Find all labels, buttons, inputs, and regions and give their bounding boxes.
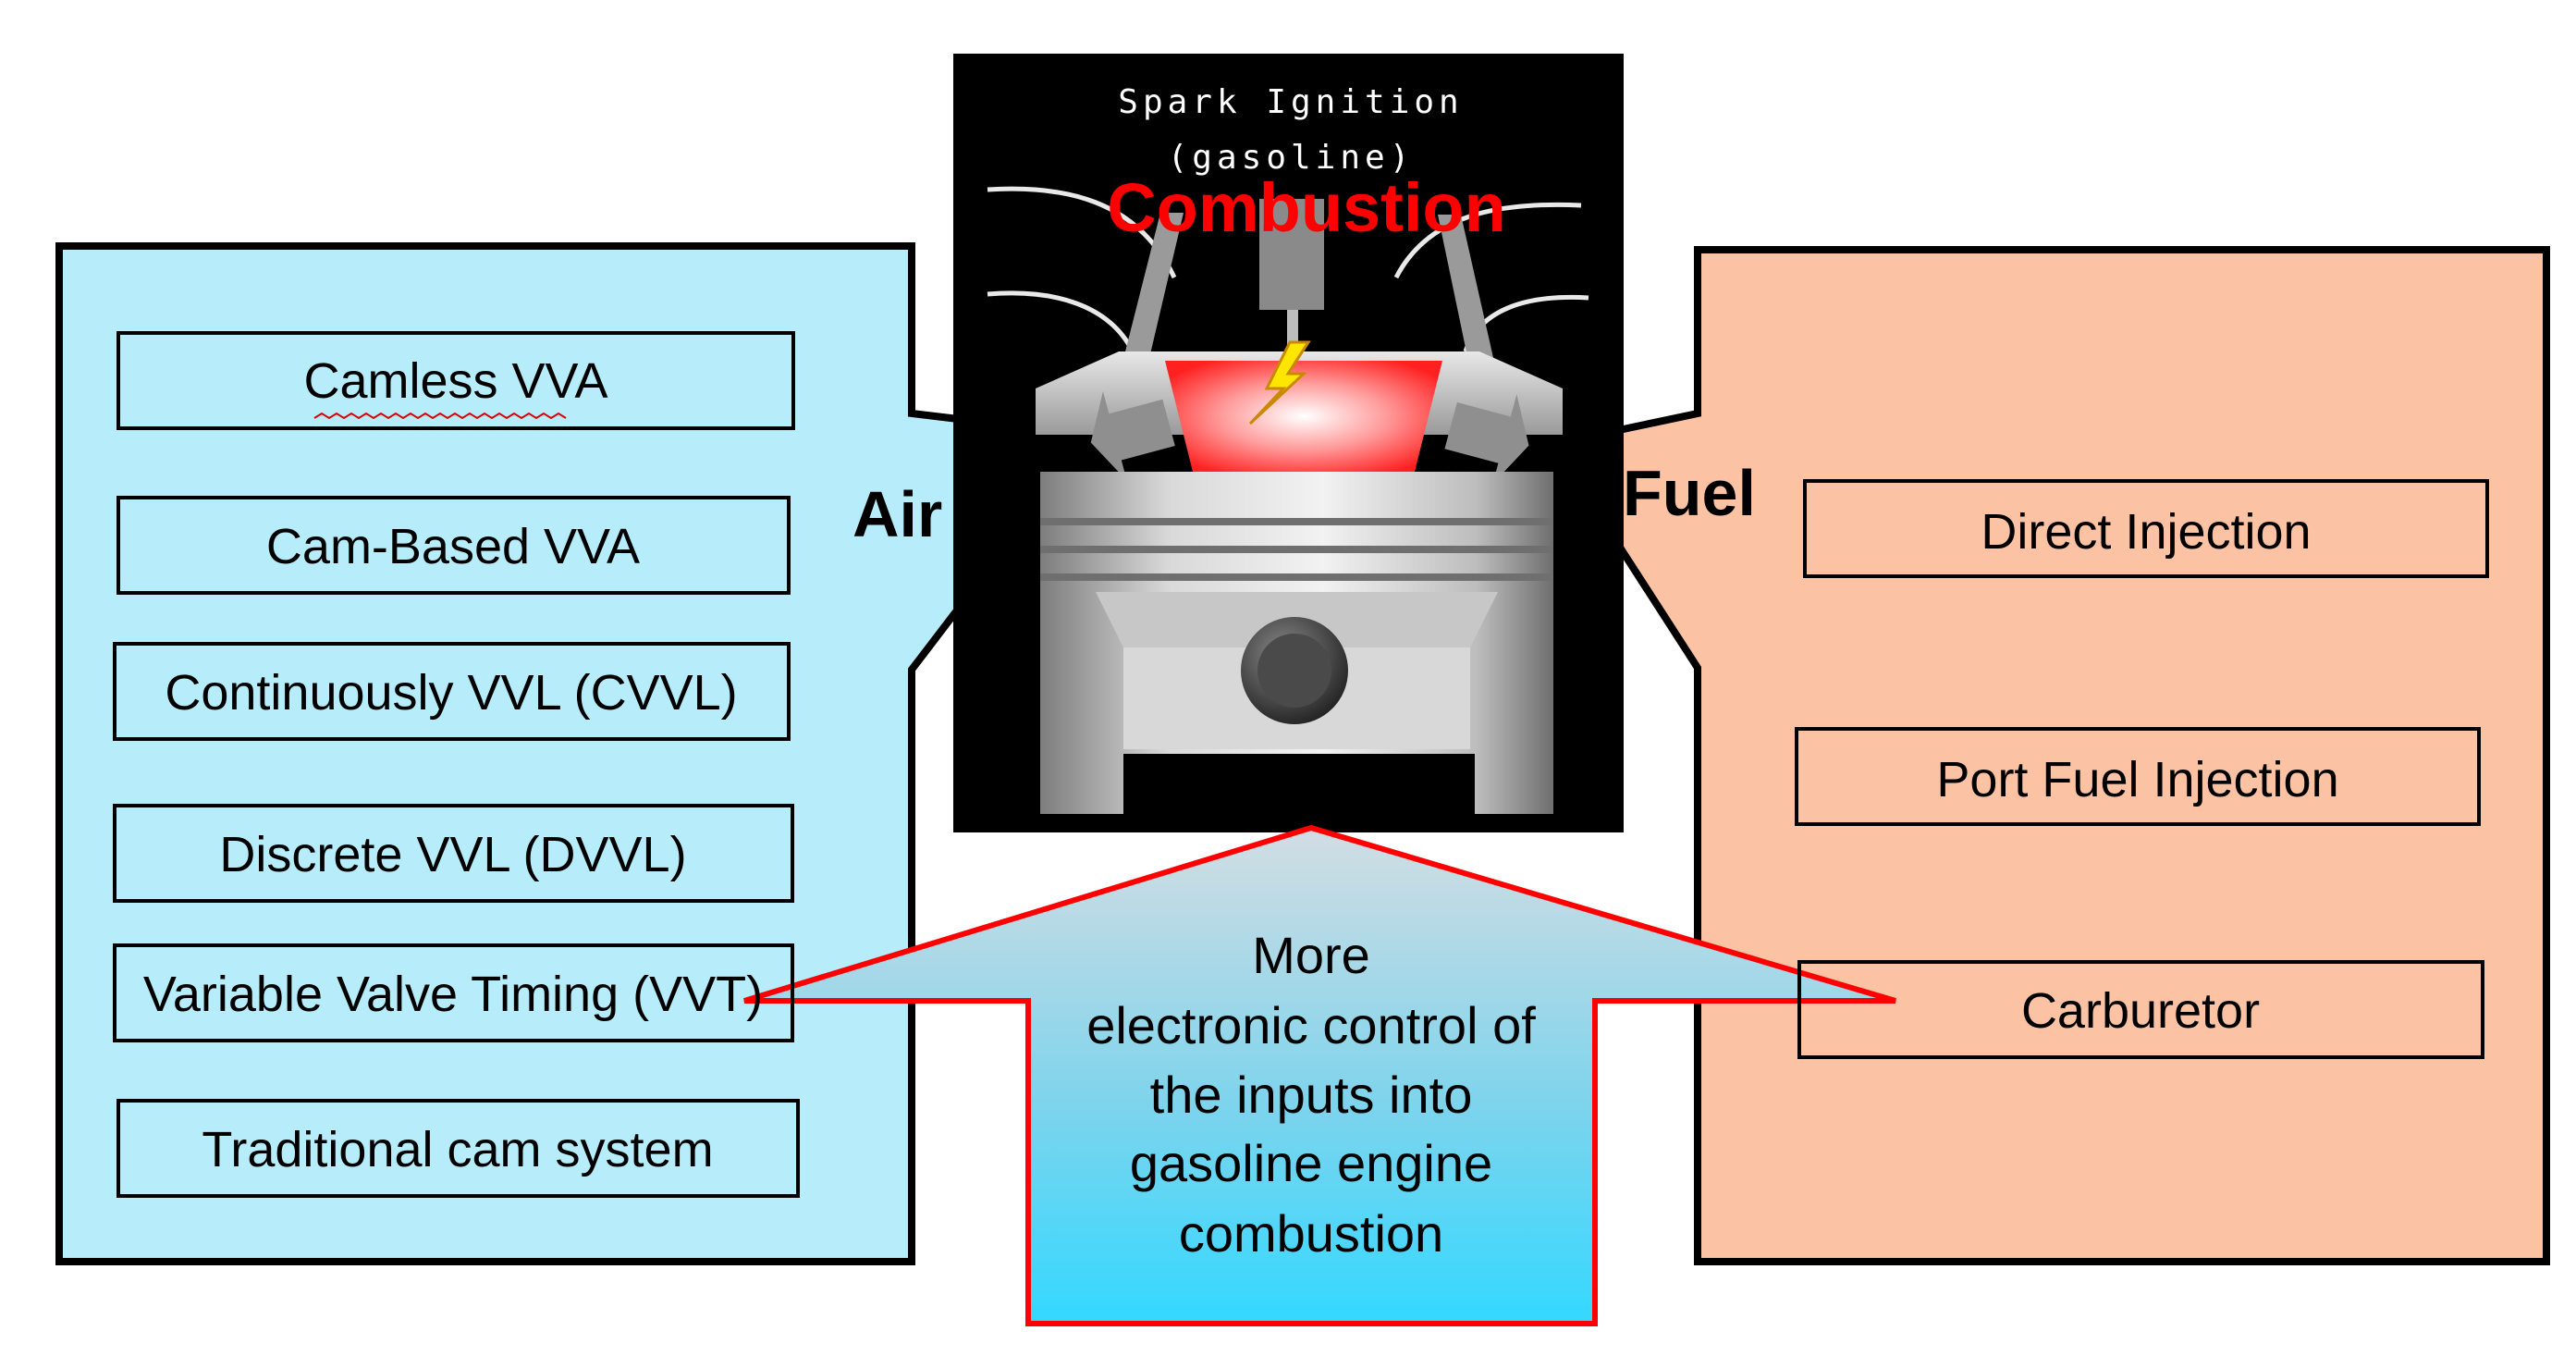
arrow-text-line2: electronic control of — [1086, 996, 1536, 1054]
air-item-box — [117, 1099, 800, 1198]
air-item-box — [113, 642, 791, 741]
arrow-text-line4: gasoline engine — [1130, 1134, 1492, 1192]
air-item-box — [117, 331, 795, 430]
air-label: Air — [853, 478, 942, 550]
spellcheck-underline — [313, 412, 567, 420]
fuel-item-box — [1803, 479, 2489, 578]
fuel-item-label: Direct Injection — [1981, 504, 2311, 560]
arrow-text-line3: the inputs into — [1150, 1066, 1473, 1124]
engine-title-line2: (gasoline) — [1168, 139, 1415, 177]
fuel-label: Fuel — [1623, 457, 1756, 529]
arrow-text-line5: combustion — [1179, 1204, 1443, 1263]
air-item-label: Traditional cam system — [202, 1122, 713, 1177]
air-item-label: Discrete VVL (DVVL) — [219, 827, 686, 882]
fuel-item-label: Port Fuel Injection — [1936, 752, 2338, 807]
fuel-item-list: Direct Injection Port Fuel Injection Car… — [1795, 479, 2489, 1059]
air-item-label: Camless VVA — [303, 353, 607, 409]
fuel-item-box — [1795, 727, 2481, 826]
air-item-label: Cam-Based VVA — [266, 519, 640, 574]
air-item-list: Camless VVA Cam-Based VVA Continuously V… — [113, 331, 800, 1198]
air-item-box — [113, 943, 794, 1042]
combustion-label: Combustion — [1107, 169, 1506, 246]
engine-title-line1: Spark Ignition — [1118, 83, 1463, 121]
air-item-label: Variable Valve Timing (VVT) — [143, 967, 763, 1022]
fuel-item-box — [1797, 960, 2484, 1059]
engine-illustration: Spark Ignition (gasoline) Combustion — [953, 54, 1624, 832]
fuel-item-label: Carburetor — [2021, 983, 2260, 1039]
air-item-label: Continuously VVL (CVVL) — [165, 665, 737, 721]
arrow-text-line1: More — [1252, 926, 1370, 984]
air-item-box — [113, 804, 794, 903]
air-item-box — [117, 496, 791, 595]
